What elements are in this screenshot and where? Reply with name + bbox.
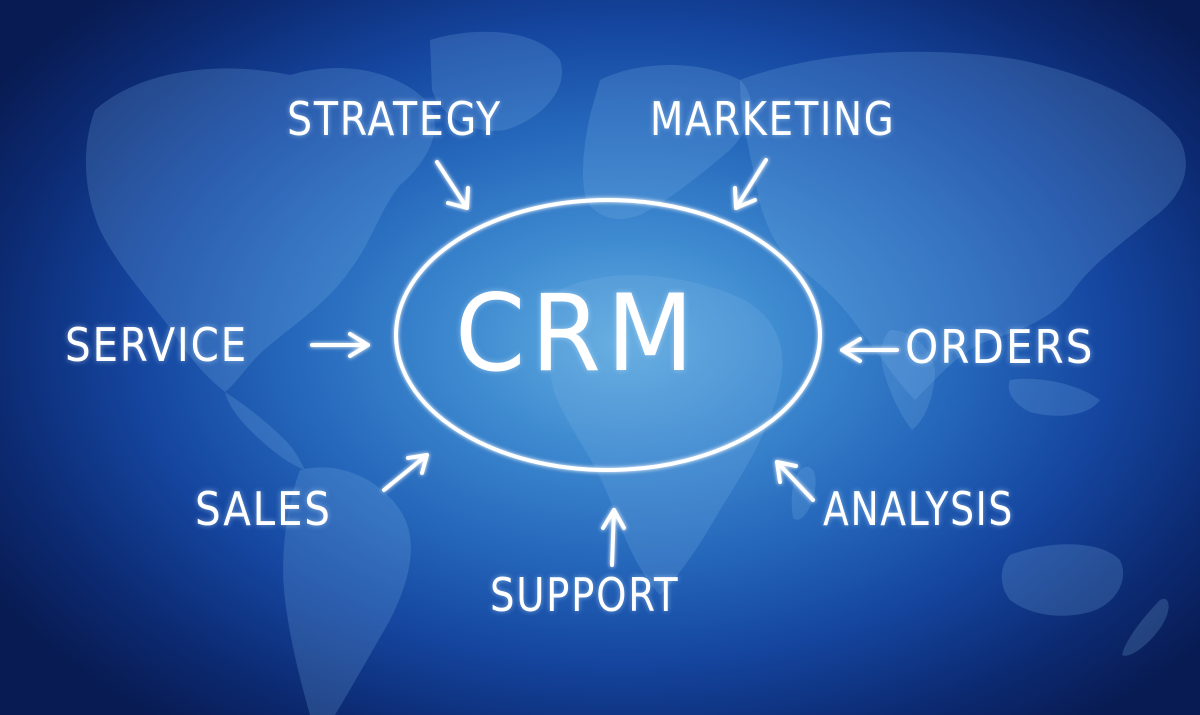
node-sales: SALES	[195, 482, 332, 536]
node-support: SUPPORT	[490, 568, 680, 622]
node-service: SERVICE	[65, 318, 248, 372]
crm-center-label: CRM	[455, 272, 700, 395]
node-orders: ORDERS	[905, 320, 1095, 374]
node-strategy: STRATEGY	[287, 92, 502, 146]
node-marketing: MARKETING	[650, 92, 896, 146]
node-analysis: ANALYSIS	[823, 482, 1015, 536]
